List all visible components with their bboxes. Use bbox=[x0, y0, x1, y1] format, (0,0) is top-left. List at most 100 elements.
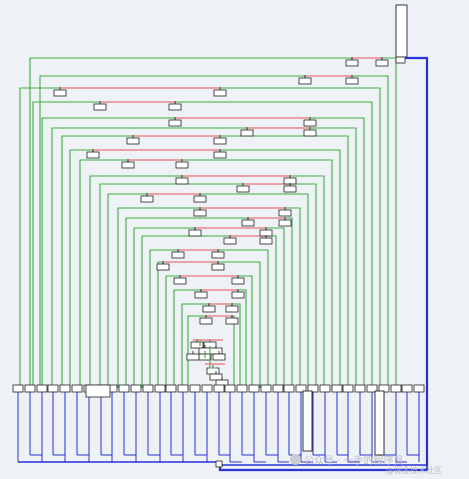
watermark-text: 公众号 · 一手的程序员 bbox=[304, 456, 404, 467]
leaf-node bbox=[236, 384, 248, 393]
tree-node bbox=[283, 185, 297, 193]
wide-leaf-node bbox=[85, 384, 111, 398]
leaf-node bbox=[71, 384, 83, 393]
tree-node bbox=[298, 77, 312, 85]
cluster-node bbox=[212, 353, 226, 361]
tree-node bbox=[175, 177, 189, 185]
tree-link-left bbox=[29, 57, 353, 388]
tree-node bbox=[303, 119, 317, 127]
tree-node bbox=[168, 103, 182, 111]
leaf-node bbox=[307, 384, 319, 393]
watermark-subtext: @掘金技术社区 bbox=[386, 466, 442, 475]
cluster-node bbox=[209, 373, 223, 381]
tree-node bbox=[345, 77, 359, 85]
tree-link-left bbox=[141, 235, 231, 388]
leaf-node bbox=[24, 384, 36, 393]
tree-link-right bbox=[289, 183, 317, 388]
tree-node bbox=[241, 219, 255, 227]
tree-node bbox=[173, 277, 187, 285]
leaf-node bbox=[390, 384, 402, 393]
cluster-node bbox=[190, 341, 204, 349]
tree-node bbox=[303, 129, 317, 137]
leaf-node bbox=[154, 384, 166, 393]
tree-node bbox=[121, 161, 135, 169]
tree-node bbox=[175, 161, 189, 169]
leaf-node bbox=[260, 384, 272, 393]
leaf-node bbox=[248, 384, 260, 393]
tree-node bbox=[213, 151, 227, 159]
leaf-node bbox=[272, 384, 284, 393]
leaf-node bbox=[130, 384, 142, 393]
tree-link-left bbox=[61, 135, 134, 388]
tree-node bbox=[193, 209, 207, 217]
tree-node bbox=[236, 185, 250, 193]
tree-node bbox=[213, 137, 227, 145]
tree-link-right bbox=[237, 289, 247, 388]
leaf-node bbox=[189, 384, 201, 393]
tree-node bbox=[231, 291, 245, 299]
tree-node bbox=[140, 195, 154, 203]
leaf-node bbox=[47, 384, 59, 393]
leaf-node bbox=[59, 384, 71, 393]
tree-node bbox=[240, 129, 254, 137]
leaf-node bbox=[36, 384, 48, 393]
tree-node bbox=[156, 263, 170, 271]
root-node-cap bbox=[395, 56, 406, 64]
tree-link-right bbox=[309, 127, 357, 388]
leaf-node bbox=[142, 384, 154, 393]
leaf-node bbox=[283, 384, 295, 393]
leaf-node bbox=[319, 384, 331, 393]
cluster-link bbox=[209, 346, 216, 369]
tree-node bbox=[375, 59, 389, 67]
cluster-node bbox=[209, 347, 223, 355]
tree-node bbox=[194, 291, 208, 299]
tree-link-left bbox=[133, 227, 196, 388]
tree-node bbox=[53, 89, 67, 97]
tree-node bbox=[86, 151, 100, 159]
tree-link-left bbox=[165, 275, 181, 388]
leaf-node bbox=[342, 384, 354, 393]
cluster-node bbox=[186, 353, 200, 361]
tree-node bbox=[126, 137, 140, 145]
leaf-node bbox=[118, 384, 130, 393]
tree-link-right bbox=[284, 217, 293, 388]
tree-link-right bbox=[231, 315, 235, 388]
tree-node bbox=[211, 263, 225, 271]
leaf-node bbox=[354, 384, 366, 393]
leaf-node bbox=[413, 384, 425, 393]
tree-node bbox=[188, 229, 202, 237]
tree-node bbox=[193, 195, 207, 203]
leaf-node bbox=[165, 384, 177, 393]
tree-node bbox=[93, 103, 107, 111]
tree-link-left bbox=[157, 261, 164, 388]
tall-leaf-node bbox=[374, 390, 385, 456]
tree-node bbox=[259, 237, 273, 245]
tree-node bbox=[225, 317, 239, 325]
tree-node bbox=[199, 317, 213, 325]
leaf-node bbox=[213, 384, 225, 393]
tree-link-right bbox=[351, 75, 389, 388]
wechat-icon bbox=[290, 454, 301, 465]
leaf-node bbox=[201, 384, 213, 393]
tree-node bbox=[202, 305, 216, 313]
cluster-node bbox=[206, 367, 220, 375]
tree-node bbox=[213, 89, 227, 97]
leaf-node bbox=[331, 384, 343, 393]
tree-node bbox=[278, 219, 292, 227]
leaf-node bbox=[224, 384, 236, 393]
leaf-node bbox=[366, 384, 378, 393]
tree-link-right bbox=[381, 57, 397, 388]
tree-node bbox=[225, 305, 239, 313]
tree-link-right bbox=[265, 227, 285, 388]
tree-node bbox=[211, 251, 225, 259]
tree-node bbox=[168, 119, 182, 127]
tree-node bbox=[231, 277, 245, 285]
watermark: 公众号 · 一手的程序员 bbox=[290, 452, 404, 467]
tall-leaf-node bbox=[302, 390, 313, 452]
leaf-node bbox=[401, 384, 413, 393]
bus-junction-node bbox=[215, 460, 223, 468]
tree-node bbox=[171, 251, 185, 259]
leaf-node bbox=[177, 384, 189, 393]
